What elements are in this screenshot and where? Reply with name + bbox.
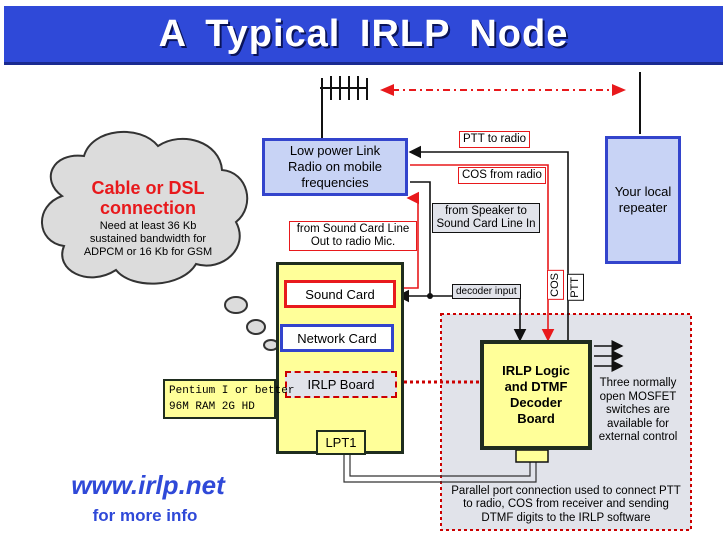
network-card-box: Network Card xyxy=(280,324,394,352)
pc-spec-line1: Pentium I or better xyxy=(169,385,295,397)
cos-from-radio-label: COS from radio xyxy=(458,167,546,184)
cloud-heading-line2: connection xyxy=(99,198,196,218)
pc-spec-box: Pentium I or better 96M RAM 2G HD xyxy=(163,379,295,419)
cloud-heading-line1: Cable or DSL xyxy=(91,178,205,198)
lpt1-label: LPT1 xyxy=(325,435,357,450)
parallel-cable xyxy=(343,455,537,483)
repeater-box: Your local repeater xyxy=(605,136,681,264)
line-out-mic-label: from Sound Card Line Out to radio Mic. xyxy=(289,221,417,251)
irlp-board-label: IRLP Board xyxy=(307,377,375,392)
link-radio-box: Low power Link Radio on mobile frequenci… xyxy=(262,138,408,196)
title-banner: A Typical IRLP Node xyxy=(4,6,723,65)
parallel-note-text: Parallel port connection used to connect… xyxy=(451,484,681,524)
ptt-to-radio-label: PTT to radio xyxy=(459,131,531,148)
speaker-line-in-label: from Speaker to Sound Card Line In xyxy=(432,203,540,233)
website-more-info: for more info xyxy=(92,506,198,525)
sound-card-box: Sound Card xyxy=(284,280,396,308)
irlp-board-box: IRLP Board xyxy=(285,371,397,398)
cloud-text: Cable or DSL connection Need at least 36… xyxy=(64,178,232,278)
speaker-line xyxy=(396,181,431,303)
logic-board-label: IRLP Logic and DTMF Decoder Board xyxy=(502,363,570,426)
internet-cloud-icon xyxy=(41,130,279,351)
mosfet-note: Three normally open MOSFET switches are … xyxy=(592,376,684,446)
cos-vertical-label: COS xyxy=(547,270,564,300)
parallel-note: Parallel port connection used to connect… xyxy=(446,484,686,526)
lineout-line xyxy=(398,191,420,289)
repeater-label: Your local repeater xyxy=(614,184,672,215)
link-radio-label: Low power Link Radio on mobile frequenci… xyxy=(288,143,382,190)
lpt1-port: LPT1 xyxy=(316,430,366,455)
logic-board-box: IRLP Logic and DTMF Decoder Board xyxy=(480,340,592,450)
decoder-input-label: decoder input xyxy=(452,284,521,299)
rf-link-arrow xyxy=(380,84,626,96)
mosfet-outputs xyxy=(594,340,624,372)
website-url[interactable]: www.irlp.net xyxy=(71,470,225,500)
pc-spec-line2: 96M RAM 2G HD xyxy=(169,401,255,413)
sound-card-label: Sound Card xyxy=(305,286,375,302)
ptt-vertical-label: PTT xyxy=(567,274,584,301)
diagram-title: A Typical IRLP Node xyxy=(158,12,569,55)
yagi-antenna-icon xyxy=(320,76,368,140)
mosfet-note-text: Three normally open MOSFET switches are … xyxy=(598,377,678,444)
cloud-note: Need at least 36 Kb sustained bandwidth … xyxy=(83,220,213,258)
network-card-label: Network Card xyxy=(297,330,377,346)
